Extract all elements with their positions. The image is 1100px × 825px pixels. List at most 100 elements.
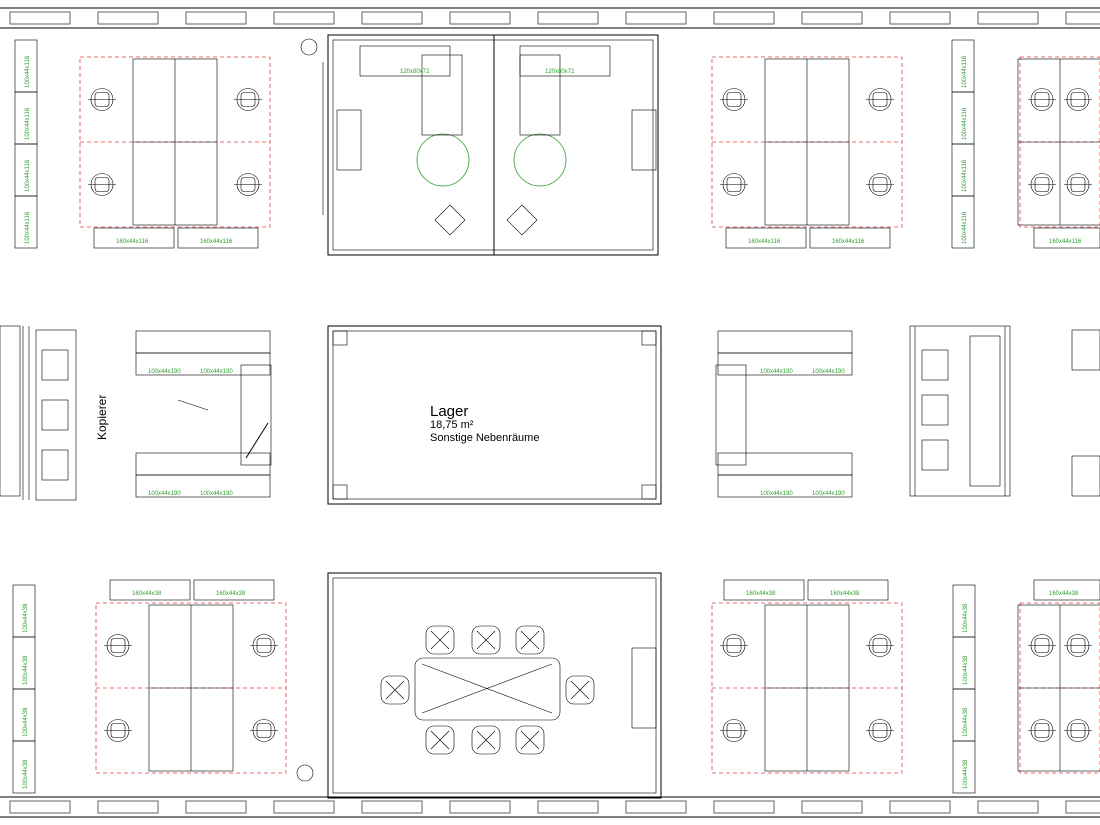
wall-cabinet-stack: 100x44x116 100x44x116 100x44x116 100x44x116: [14, 39, 38, 249]
cabinet-dimension: 100x44x116: [962, 55, 968, 88]
window-sill: [977, 800, 1039, 814]
cabinet-dimension: 100x44x38: [963, 759, 969, 789]
low-cabinet: 160x44x116: [725, 227, 807, 249]
cabinet-dimension: 100x44x116: [962, 107, 968, 140]
low-cabinet: 160x44x116: [177, 227, 259, 249]
window-sill: [449, 800, 511, 814]
cabinet-dimension: 100x44x190: [148, 491, 181, 497]
office-chair: [88, 88, 116, 111]
window-sill: [713, 11, 775, 25]
window-sill: [625, 800, 687, 814]
window-sill: [889, 11, 951, 25]
office-chair: [720, 634, 748, 657]
window-sill: [97, 11, 159, 25]
window-sill: [889, 800, 951, 814]
window-sill: [713, 800, 775, 814]
workstation-cluster: [1017, 602, 1100, 774]
room-area: 18,75 m²: [430, 419, 474, 431]
low-cabinet: 160x44x38: [1033, 579, 1100, 601]
window-sill: [625, 11, 687, 25]
office-chair: [866, 634, 894, 657]
chair: [380, 675, 410, 705]
office-chair: [234, 173, 262, 196]
room-name: Lager: [430, 403, 468, 420]
wall-cabinet-stack: 100x44x116 100x44x116 100x44x116 100x44x116: [951, 39, 975, 249]
office-chair: [234, 88, 262, 111]
cabinet-dimension: 100x44x116: [25, 211, 31, 244]
low-cabinet: 160x44x38: [109, 579, 191, 601]
low-cabinet: 160x44x116: [93, 227, 175, 249]
window-sill: [185, 800, 247, 814]
cabinet-dimension: 100x44x38: [23, 759, 29, 789]
cabinet-dimension: 100x44x190: [148, 369, 181, 375]
office-chair: [866, 173, 894, 196]
office-chair: [104, 634, 132, 657]
chair: [515, 725, 545, 755]
low-cabinet: 160x44x116: [809, 227, 891, 249]
cabinet-dimension: 160x44x116: [116, 239, 149, 245]
low-cabinet: 160x44x38: [807, 579, 889, 601]
equipment-strip-right: [909, 325, 1100, 497]
cabinet-dimension: 100x44x38: [23, 655, 29, 685]
window-sill: [801, 11, 863, 25]
chair: [515, 625, 545, 655]
window-sill: [273, 11, 335, 25]
cabinet-dimension: 160x44x116: [1049, 239, 1082, 245]
window-sill: [185, 11, 247, 25]
copier-area: Kopierer: [0, 325, 209, 501]
office-chair: [720, 88, 748, 111]
office-chair: [720, 719, 748, 742]
shelving-u-right: 100x44x190 100x44x190 100x44x190 100x44x…: [715, 330, 853, 498]
window-sill: [801, 800, 863, 814]
cabinet-dimension: 160x44x38: [1049, 591, 1079, 597]
desk-dimension: 120x80x72: [545, 69, 575, 75]
cabinet-dimension: 100x44x38: [963, 655, 969, 685]
cabinet-dimension: 160x44x116: [200, 239, 233, 245]
office-chair: [1028, 173, 1056, 196]
window-sill: [9, 11, 71, 25]
cabinet-dimension: 100x44x38: [23, 707, 29, 737]
cabinet-dimension: 160x44x38: [216, 591, 246, 597]
wall-cabinet-stack: 100x44x38 100x44x38 100x44x38 100x44x38: [12, 584, 36, 794]
office-chair: [1064, 88, 1092, 111]
cabinet-dimension: 100x44x116: [962, 159, 968, 192]
cabinet-dimension: 100x44x190: [200, 491, 233, 497]
desk-dimension: 120x80x72: [400, 69, 430, 75]
office-chair: [1064, 173, 1092, 196]
window-sill: [537, 800, 599, 814]
cabinet-dimension: 100x44x38: [963, 707, 969, 737]
window-sill: [449, 11, 511, 25]
office-chair: [1028, 634, 1056, 657]
office-chair: [866, 719, 894, 742]
cabinet-dimension: 100x44x116: [25, 159, 31, 192]
cabinet-dimension: 100x44x116: [25, 107, 31, 140]
room-category: Sonstige Nebenräume: [430, 432, 539, 444]
office-chair: [250, 719, 278, 742]
low-cabinet: 160x44x38: [723, 579, 805, 601]
workstation-cluster: [711, 602, 903, 774]
conference-chairs: [380, 625, 595, 755]
workstation-cluster: [711, 56, 903, 228]
workstation-cluster: [79, 56, 271, 228]
office-chair: [1028, 88, 1056, 111]
storage-room: Lager 18,75 m² Sonstige Nebenräume: [327, 325, 662, 505]
cabinet-dimension: 100x44x116: [962, 211, 968, 244]
window-sill: [273, 800, 335, 814]
low-cabinet: 160x44x116: [1033, 227, 1100, 249]
copier-label: Kopierer: [95, 395, 109, 440]
office-chair: [250, 634, 278, 657]
cabinet-dimension: 100x44x38: [23, 603, 29, 633]
window-sill: [361, 800, 423, 814]
window-sill: [9, 800, 71, 814]
window-sill: [97, 800, 159, 814]
workstation-cluster: [95, 602, 287, 774]
chair: [425, 725, 455, 755]
cabinet-dimension: 100x44x116: [25, 55, 31, 88]
office-chair: [720, 173, 748, 196]
cabinet-dimension: 100x44x190: [760, 369, 793, 375]
wall-cabinets: 100x44x116100x44x116100x44x116100x44x116…: [12, 39, 976, 794]
office-chair: [88, 173, 116, 196]
chair: [471, 725, 501, 755]
window-sill: [1065, 800, 1100, 814]
